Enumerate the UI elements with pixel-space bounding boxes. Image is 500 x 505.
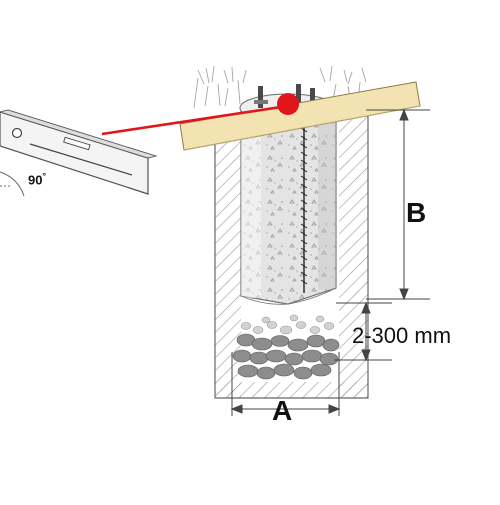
angle-arc-icon [0, 171, 25, 197]
level-angle-label: 90° [28, 171, 46, 187]
concrete-column [240, 107, 337, 305]
spirit-level-icon [0, 109, 158, 195]
dimension-b-label: B [406, 197, 427, 228]
fine-gravel [240, 314, 335, 335]
gravel-bed [232, 333, 340, 380]
angle-value: 90 [28, 172, 43, 188]
laser-dot-icon [101, 93, 299, 136]
dimension-a-line [230, 352, 341, 416]
wooden-plank [179, 81, 421, 151]
dimension-a-label: A [272, 395, 293, 426]
grass-surface [193, 65, 367, 109]
dimension-b-line [366, 108, 430, 301]
post-hole [214, 116, 369, 399]
depth-range-label: 2-300 mm [352, 323, 452, 348]
anchor-rod [300, 103, 308, 293]
dimension-depth-line [334, 301, 392, 362]
degree-symbol: ° [42, 171, 47, 181]
